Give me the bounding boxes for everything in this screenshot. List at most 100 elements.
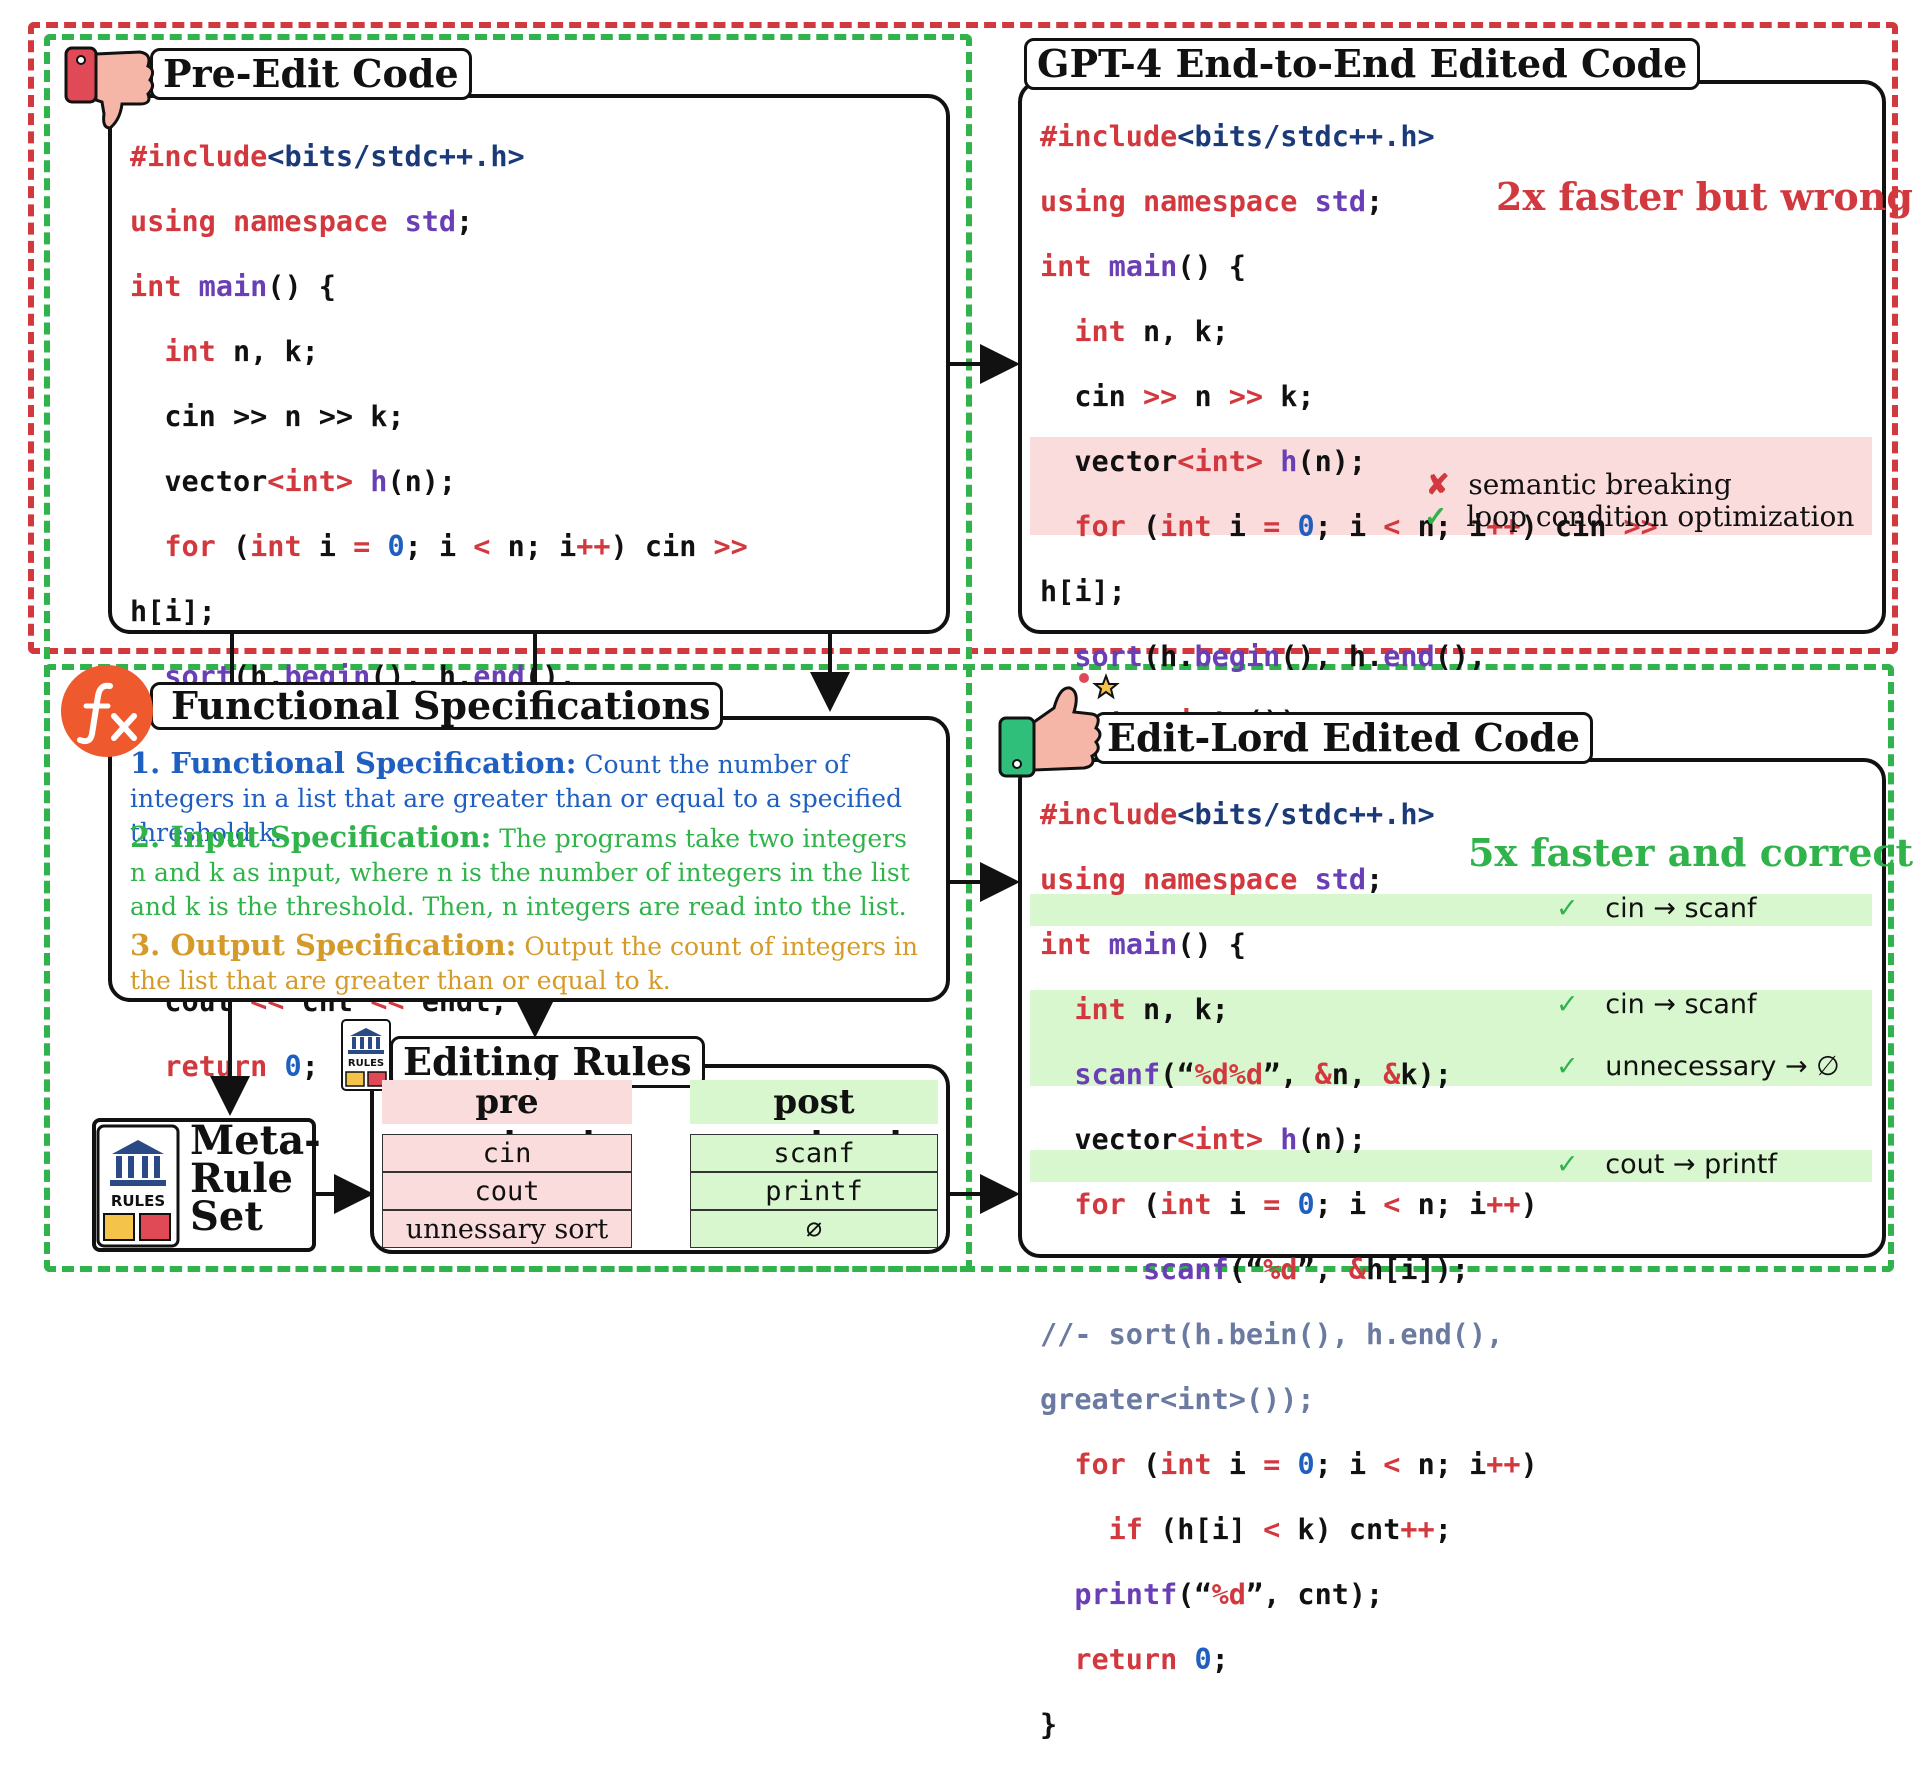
code-line: int main() {	[1040, 928, 1246, 961]
code-line: scanf(“%d”, &h[i]);	[1142, 1253, 1470, 1286]
editlord-annotation: ✓ cout → printf	[1556, 1149, 1777, 1180]
code-line: using namespace std;	[1040, 185, 1384, 218]
spec-label: 1. Functional Specification:	[130, 746, 577, 780]
check-icon: ✓	[1556, 989, 1579, 1020]
code-line: printf(“%d”, cnt);	[1074, 1578, 1384, 1611]
code-line: for (int i = 0; i < n; i++) cin >>	[164, 530, 748, 563]
spec-text: Count the number of integers in a list t…	[130, 750, 902, 847]
spec-text: The programs take two integers n and k a…	[130, 824, 910, 921]
check-icon: ✓	[1556, 1051, 1579, 1082]
gpt4-annotation-semantic: ✘ semantic breaking	[1426, 468, 1732, 501]
editlord-annotation: ✓ cin → scanf	[1556, 989, 1757, 1020]
code-line: #include<bits/stdc++.h>	[1040, 798, 1435, 831]
gpt4-verdict: 2x faster but wrong	[1496, 174, 1913, 219]
svg-text:RULES: RULES	[348, 1058, 384, 1069]
spec-text: Output the count of integers in the list…	[130, 932, 919, 995]
code-line: return 0;	[1074, 1643, 1229, 1676]
editlord-verdict: 5x faster and correct	[1468, 830, 1914, 875]
code-line: h[i];	[130, 595, 216, 628]
annotation-text: cout → printf	[1605, 1149, 1778, 1180]
code-line: vector<int> h(n);	[1040, 445, 1367, 478]
functional-specs-title-text: Functional Specifications	[171, 683, 711, 728]
spec-label: 3. Output Specification:	[130, 928, 517, 962]
editlord-code: #include<bits/stdc++.h> using namespace …	[1040, 766, 1538, 1774]
rule-post-cell: ∅	[690, 1210, 938, 1248]
editlord-annotation: ✓ cin → scanf	[1556, 893, 1757, 924]
code-line: for (int i = 0; i < n; i++)	[1074, 1188, 1538, 1221]
rule-post-cell: printf	[690, 1172, 938, 1210]
code-line: vector<int> h(n);	[1040, 1123, 1367, 1156]
svg-text:RULES: RULES	[111, 1192, 165, 1210]
editing-rules-title-text: Editing Rules	[403, 1039, 692, 1084]
meta-line: Set	[190, 1193, 263, 1240]
code-line: for (int i = 0; i < n; i++) cin >>	[1074, 510, 1658, 543]
rules-header-pre	[382, 1080, 632, 1124]
spec-functional: 1. Functional Specification: Count the n…	[130, 746, 930, 850]
code-line: cin >> n >> k;	[1040, 380, 1315, 413]
changed-line-highlight	[1030, 1022, 1872, 1086]
editlord-title: Edit-Lord Edited Code	[1094, 712, 1594, 764]
annotation-text: semantic breaking	[1468, 468, 1732, 501]
check-icon: ✓	[1424, 500, 1448, 533]
meta-line: Rule	[190, 1155, 293, 1202]
check-icon: ✓	[1556, 893, 1579, 924]
code-line: }	[1040, 1708, 1058, 1741]
rule-pre-text: cout	[474, 1175, 540, 1207]
annotation-text: loop condition optimization	[1466, 500, 1855, 533]
pre-edit-title-text: Pre-Edit Code	[163, 51, 459, 96]
rule-post-text: printf	[765, 1175, 863, 1207]
thumbs-up-icon	[996, 668, 1120, 780]
gpt4-path-region	[28, 22, 1898, 654]
rule-post-text: scanf	[773, 1137, 855, 1169]
rule-pre-cell: unnessary sort	[382, 1210, 632, 1248]
code-line: #include<bits/stdc++.h>	[130, 140, 525, 173]
changed-line-highlight	[1030, 1150, 1872, 1182]
editlord-title-text: Edit-Lord Edited Code	[1107, 715, 1581, 760]
gpt4-annotation-loop: ✓ loop condition optimization	[1424, 500, 1854, 533]
gpt4-changed-lines-highlight	[1030, 437, 1872, 535]
annotation-text: cin → scanf	[1605, 893, 1757, 924]
rule-pre-text: unnessary sort	[405, 1213, 609, 1245]
cross-icon: ✘	[1426, 468, 1450, 501]
code-line: using namespace std;	[130, 205, 474, 238]
code-line: vector<int> h(n);	[130, 465, 457, 498]
code-line: sort(h.begin(), h.end(),	[1074, 640, 1487, 673]
rule-post-text: ∅	[805, 1213, 823, 1245]
spec-label: 2. Input Specification:	[130, 820, 492, 854]
rules-header-post	[690, 1080, 938, 1124]
meta-line: Meta-	[190, 1117, 321, 1164]
code-line: #include<bits/stdc++.h>	[1040, 120, 1435, 153]
rules-icon: RULES	[96, 1124, 180, 1248]
thumbs-down-icon	[60, 44, 160, 132]
code-line: h[i];	[1040, 575, 1126, 608]
code-line: int main() {	[130, 270, 336, 303]
rule-post-cell: scanf	[690, 1134, 938, 1172]
code-line: scanf(“%d%d”, &n, &k);	[1074, 1058, 1452, 1091]
code-line: using namespace std;	[1040, 863, 1384, 896]
annotation-text: unnecessary → ∅	[1605, 1051, 1840, 1082]
rule-pre-cell: cout	[382, 1172, 632, 1210]
code-line: int n, k;	[164, 335, 319, 368]
gpt4-title-text: GPT-4 End-to-End Edited Code	[1037, 41, 1688, 86]
pre-edit-code-box	[108, 94, 950, 634]
rule-pre-text: cin	[482, 1137, 532, 1169]
meta-rule-set-label: Meta- Rule Set	[190, 1117, 321, 1240]
check-icon: ✓	[1556, 1149, 1579, 1180]
code-line: int n, k;	[1074, 315, 1229, 348]
code-line: for (int i = 0; i < n; i++)	[1074, 1448, 1538, 1481]
functional-specs-title: Functional Specifications	[150, 682, 724, 730]
editlord-annotation: ✓ unnecessary → ∅	[1556, 1051, 1840, 1082]
code-line: cin >> n >> k;	[130, 400, 405, 433]
rules-icon: RULES	[340, 1018, 392, 1092]
code-line: int main() {	[1040, 250, 1246, 283]
code-line: greater<int>());	[1040, 1383, 1315, 1416]
editlord-region-bottom	[44, 664, 1894, 1272]
code-line: int n, k;	[1074, 993, 1229, 1026]
changed-line-highlight	[1030, 894, 1872, 926]
function-icon	[58, 662, 156, 760]
annotation-text: cin → scanf	[1605, 989, 1757, 1020]
gpt4-code-box	[1018, 80, 1886, 634]
code-line: if (h[i] < k) cnt++;	[1108, 1513, 1452, 1546]
spec-output: 3. Output Specification: Output the coun…	[130, 928, 930, 998]
spec-input: 2. Input Specification: The programs tak…	[130, 820, 930, 924]
